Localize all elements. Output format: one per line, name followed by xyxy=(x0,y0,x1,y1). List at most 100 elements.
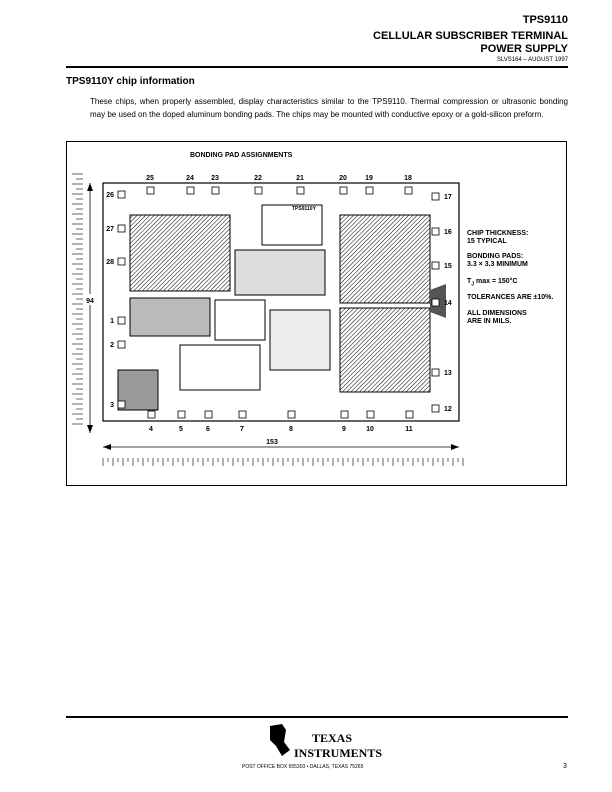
width-dim-label: 153 xyxy=(266,439,278,446)
control-block xyxy=(214,299,266,341)
pad-label-top: 25 xyxy=(146,175,154,182)
footer-rule xyxy=(66,716,568,718)
footer-address: POST OFFICE BOX 655303 • DALLAS, TEXAS 7… xyxy=(242,764,364,770)
spec-dims-line1: ALL DIMENSIONS xyxy=(467,310,527,317)
bonding-pad xyxy=(117,316,126,325)
pad-label-left: 28 xyxy=(106,259,114,266)
bonding-pad xyxy=(211,186,220,195)
pad-label-top: 18 xyxy=(404,175,412,182)
pad-label-left: 14 xyxy=(444,300,452,307)
power-device-lower-right xyxy=(339,307,431,393)
bonding-pad xyxy=(117,190,126,199)
spec-tj-sub: J xyxy=(471,281,475,288)
pad-label-bottom: 7 xyxy=(240,426,244,433)
pad-label-bottom: 4 xyxy=(149,426,153,433)
power-device-upper-right xyxy=(339,214,431,304)
header-rule xyxy=(66,66,568,68)
section-title: TPS9110Y chip information xyxy=(66,76,195,87)
pad-label-top: 21 xyxy=(296,175,304,182)
page-number: 3 xyxy=(563,763,567,770)
bonding-pad xyxy=(117,340,126,349)
spec-bond-pads: BONDING PADS: 3.3 × 3.3 MINIMUM xyxy=(467,253,528,269)
ruler-horizontal xyxy=(102,458,464,466)
pad-label-left: 26 xyxy=(106,192,114,199)
bonding-pad xyxy=(405,410,414,419)
pad-label-left: 2 xyxy=(110,342,114,349)
bonding-pad xyxy=(365,186,374,195)
power-device-upper-left xyxy=(129,214,231,292)
spec-tj: TJ max = 150°C xyxy=(467,278,518,288)
bonding-pad xyxy=(177,410,186,419)
spec-thickness-value: 15 TYPICAL xyxy=(467,238,507,245)
bonding-pad xyxy=(147,410,156,419)
pad-label-left: 13 xyxy=(444,370,452,377)
pad-label-top: 20 xyxy=(339,175,347,182)
bonding-pad xyxy=(186,186,195,195)
bonding-pad xyxy=(287,410,296,419)
svg-text:TEXAS: TEXAS xyxy=(312,731,352,745)
part-number: TPS9110 xyxy=(522,14,568,26)
bonding-pad xyxy=(366,410,375,419)
bonding-pad xyxy=(238,410,247,419)
control-block xyxy=(261,204,323,246)
height-dim-label: 94 xyxy=(86,298,94,305)
die-label: TPS9110Y xyxy=(292,206,317,212)
pad-label-top: 24 xyxy=(186,175,194,182)
ruler-vertical xyxy=(72,173,83,425)
ti-logo: TEXAS INSTRUMENTS xyxy=(270,724,382,760)
bonding-pad xyxy=(117,257,126,266)
bonding-pad xyxy=(254,186,263,195)
spec-dims-line2: ARE IN MILS. xyxy=(467,318,512,325)
bonding-pad xyxy=(431,261,440,270)
svg-text:INSTRUMENTS: INSTRUMENTS xyxy=(294,746,382,760)
chip-info-frame xyxy=(66,141,567,486)
spec-thickness-label: CHIP THICKNESS: xyxy=(467,230,529,237)
bonding-pad xyxy=(431,192,440,201)
control-block xyxy=(269,309,331,371)
control-block xyxy=(179,344,261,391)
bonding-pad xyxy=(404,186,413,195)
pad-label-bottom: 5 xyxy=(179,426,183,433)
spec-pads-value: 3.3 × 3.3 MINIMUM xyxy=(467,261,528,268)
pad-label-left: 15 xyxy=(444,263,452,270)
pad-label-bottom: 9 xyxy=(342,426,346,433)
bonding-pad xyxy=(117,224,126,233)
bonding-pad xyxy=(431,404,440,413)
spec-thickness: CHIP THICKNESS: 15 TYPICAL xyxy=(467,230,528,246)
pad-label-bottom: 11 xyxy=(405,426,413,433)
spec-tolerance: TOLERANCES ARE ±10%. xyxy=(467,294,554,301)
spec-tj-value: max = 150°C xyxy=(474,278,518,285)
pad-label-top: 23 xyxy=(211,175,219,182)
pad-label-left: 27 xyxy=(106,226,114,233)
bonding-pad xyxy=(117,400,126,409)
pad-label-left: 16 xyxy=(444,229,452,236)
doc-id: SLVS164 – AUGUST 1997 xyxy=(496,57,568,63)
pad-label-left: 17 xyxy=(444,194,452,201)
bonding-pad xyxy=(296,186,305,195)
control-block xyxy=(234,249,326,296)
pad-label-bottom: 8 xyxy=(289,426,293,433)
spec-tj-prefix: T xyxy=(467,278,472,285)
bonding-pad xyxy=(204,410,213,419)
section-body: These chips, when properly assembled, di… xyxy=(90,97,568,119)
control-block xyxy=(129,297,211,337)
bonding-pad xyxy=(339,186,348,195)
pad-label-top: 19 xyxy=(365,175,373,182)
bonding-pad xyxy=(431,227,440,236)
spec-pads-label: BONDING PADS: xyxy=(467,253,524,260)
bonding-pad xyxy=(431,298,440,307)
doc-title-line1: CELLULAR SUBSCRIBER TERMINAL xyxy=(373,30,568,42)
doc-title-line2: POWER SUPPLY xyxy=(480,43,568,55)
diagram-title: BONDING PAD ASSIGNMENTS xyxy=(190,152,293,159)
pad-label-left: 3 xyxy=(110,402,114,409)
ti-logo-icon xyxy=(270,724,290,756)
spec-dimensions: ALL DIMENSIONS ARE IN MILS. xyxy=(467,310,527,326)
bonding-pad xyxy=(340,410,349,419)
pad-label-bottom: 10 xyxy=(366,426,374,433)
pad-label-left: 1 xyxy=(110,318,114,325)
pad-label-left: 12 xyxy=(444,406,452,413)
bonding-pad xyxy=(146,186,155,195)
pad-label-top: 22 xyxy=(254,175,262,182)
